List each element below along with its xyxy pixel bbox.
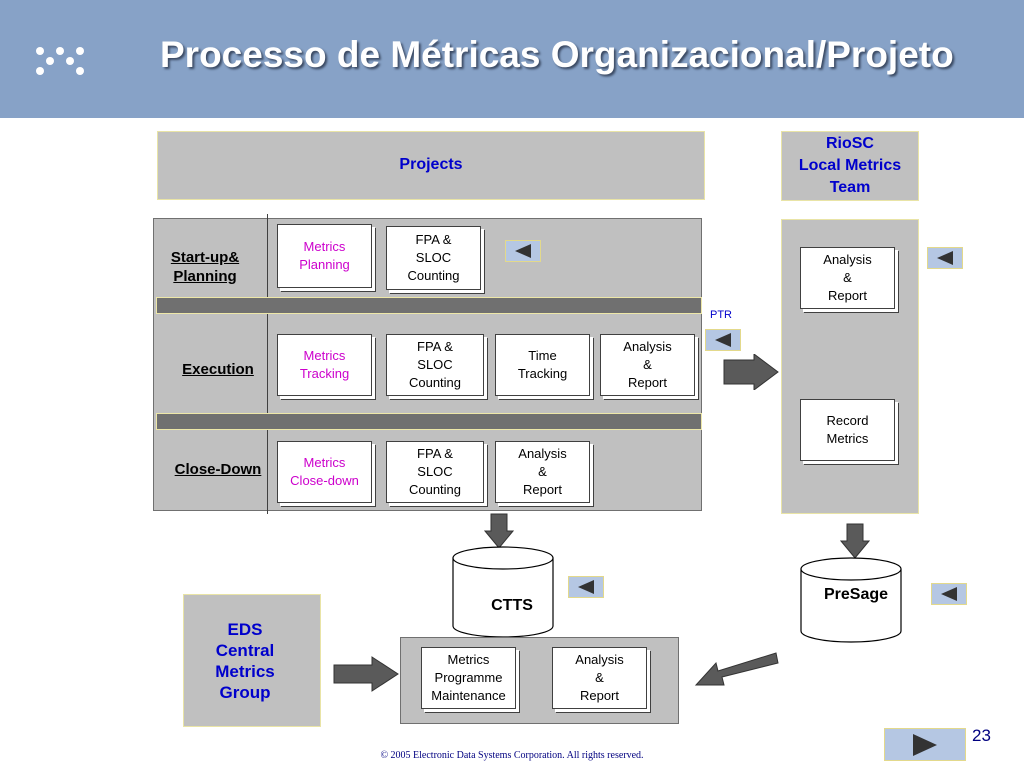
fpa-sloc-label: FPA & SLOC Counting bbox=[408, 446, 462, 497]
metrics-planning-box: Metrics Planning bbox=[277, 224, 372, 288]
metrics-tracking-label: Metrics Tracking bbox=[299, 348, 350, 381]
back-button[interactable] bbox=[927, 247, 963, 269]
ctts-label: CTTS bbox=[491, 597, 533, 614]
metrics-closedown-box: Metrics Close-down bbox=[277, 441, 372, 503]
eds-central-metrics-box: EDS Central Metrics Group bbox=[183, 594, 321, 727]
ptr-label: PTR bbox=[710, 309, 732, 321]
metrics-planning-label: Metrics Planning bbox=[299, 239, 350, 272]
record-metrics-box: Record Metrics bbox=[800, 399, 895, 461]
analysis-report-label: Analysis & Report bbox=[575, 652, 624, 703]
fpa-sloc-label: FPA & SLOC Counting bbox=[408, 339, 462, 390]
back-arrow-icon bbox=[715, 333, 731, 347]
phase-separator-bar bbox=[156, 413, 702, 430]
fpa-sloc-counting-box: FPA & SLOC Counting bbox=[386, 441, 484, 503]
time-tracking-box: Time Tracking bbox=[495, 334, 590, 396]
copyright-footer: © 2005 Electronic Data Systems Corporati… bbox=[380, 750, 644, 761]
projects-label: Projects bbox=[399, 156, 463, 173]
forward-arrow-icon bbox=[913, 733, 937, 756]
fpa-sloc-counting-box: FPA & SLOC Counting bbox=[386, 226, 481, 290]
presage-database-icon bbox=[800, 557, 902, 643]
flow-arrow-right-icon bbox=[333, 656, 399, 692]
metrics-programme-label: Metrics Programme Maintenance bbox=[431, 652, 506, 703]
flow-arrow-down-icon bbox=[840, 523, 870, 559]
analysis-report-label: Analysis & Report bbox=[623, 339, 672, 390]
flow-arrow-down-icon bbox=[484, 513, 514, 549]
phase-divider-line bbox=[267, 214, 268, 514]
analysis-report-label: Analysis & Report bbox=[823, 252, 872, 303]
title-banner bbox=[0, 0, 1024, 118]
flow-arrow-right-icon bbox=[723, 354, 779, 390]
presage-label: PreSage bbox=[824, 586, 889, 603]
back-button[interactable] bbox=[568, 576, 604, 598]
phase-startup-label: Start-up& Planning bbox=[170, 249, 240, 285]
projects-box: Projects bbox=[157, 131, 705, 200]
eds-label: EDS Central Metrics Group bbox=[215, 620, 275, 702]
riosc-label: RioSC Local Metrics Team bbox=[798, 135, 902, 196]
analysis-report-box: Analysis & Report bbox=[552, 647, 647, 709]
back-button[interactable] bbox=[505, 240, 541, 262]
phase-separator-bar bbox=[156, 297, 702, 314]
back-arrow-icon bbox=[515, 244, 531, 258]
fpa-sloc-counting-box: FPA & SLOC Counting bbox=[386, 334, 484, 396]
bullet-dots-icon bbox=[36, 47, 84, 75]
flow-arrow-diagonal-icon bbox=[694, 652, 779, 686]
metrics-tracking-box: Metrics Tracking bbox=[277, 334, 372, 396]
ctts-database-icon bbox=[452, 546, 554, 638]
time-tracking-label: Time Tracking bbox=[517, 348, 568, 381]
page-title: Processo de Métricas Organizacional/Proj… bbox=[160, 34, 954, 75]
metrics-closedown-label: Metrics Close-down bbox=[290, 455, 359, 488]
phase-execution-label: Execution bbox=[182, 361, 254, 378]
back-arrow-icon bbox=[941, 587, 957, 601]
analysis-report-box: Analysis & Report bbox=[495, 441, 590, 503]
record-metrics-label: Record Metrics bbox=[826, 413, 869, 446]
back-arrow-icon bbox=[937, 251, 953, 265]
page-number: 23 bbox=[972, 726, 991, 745]
metrics-programme-box: Metrics Programme Maintenance bbox=[421, 647, 516, 709]
back-button[interactable] bbox=[931, 583, 967, 605]
fpa-sloc-label: FPA & SLOC Counting bbox=[407, 232, 460, 283]
back-arrow-icon bbox=[578, 580, 594, 594]
riosc-team-box: RioSC Local Metrics Team bbox=[781, 131, 919, 201]
analysis-report-box: Analysis & Report bbox=[800, 247, 895, 309]
next-button[interactable] bbox=[884, 728, 966, 761]
back-button[interactable] bbox=[705, 329, 741, 351]
analysis-report-label: Analysis & Report bbox=[518, 446, 567, 497]
analysis-report-box: Analysis & Report bbox=[600, 334, 695, 396]
phase-closedown-label: Close-Down bbox=[174, 461, 262, 478]
